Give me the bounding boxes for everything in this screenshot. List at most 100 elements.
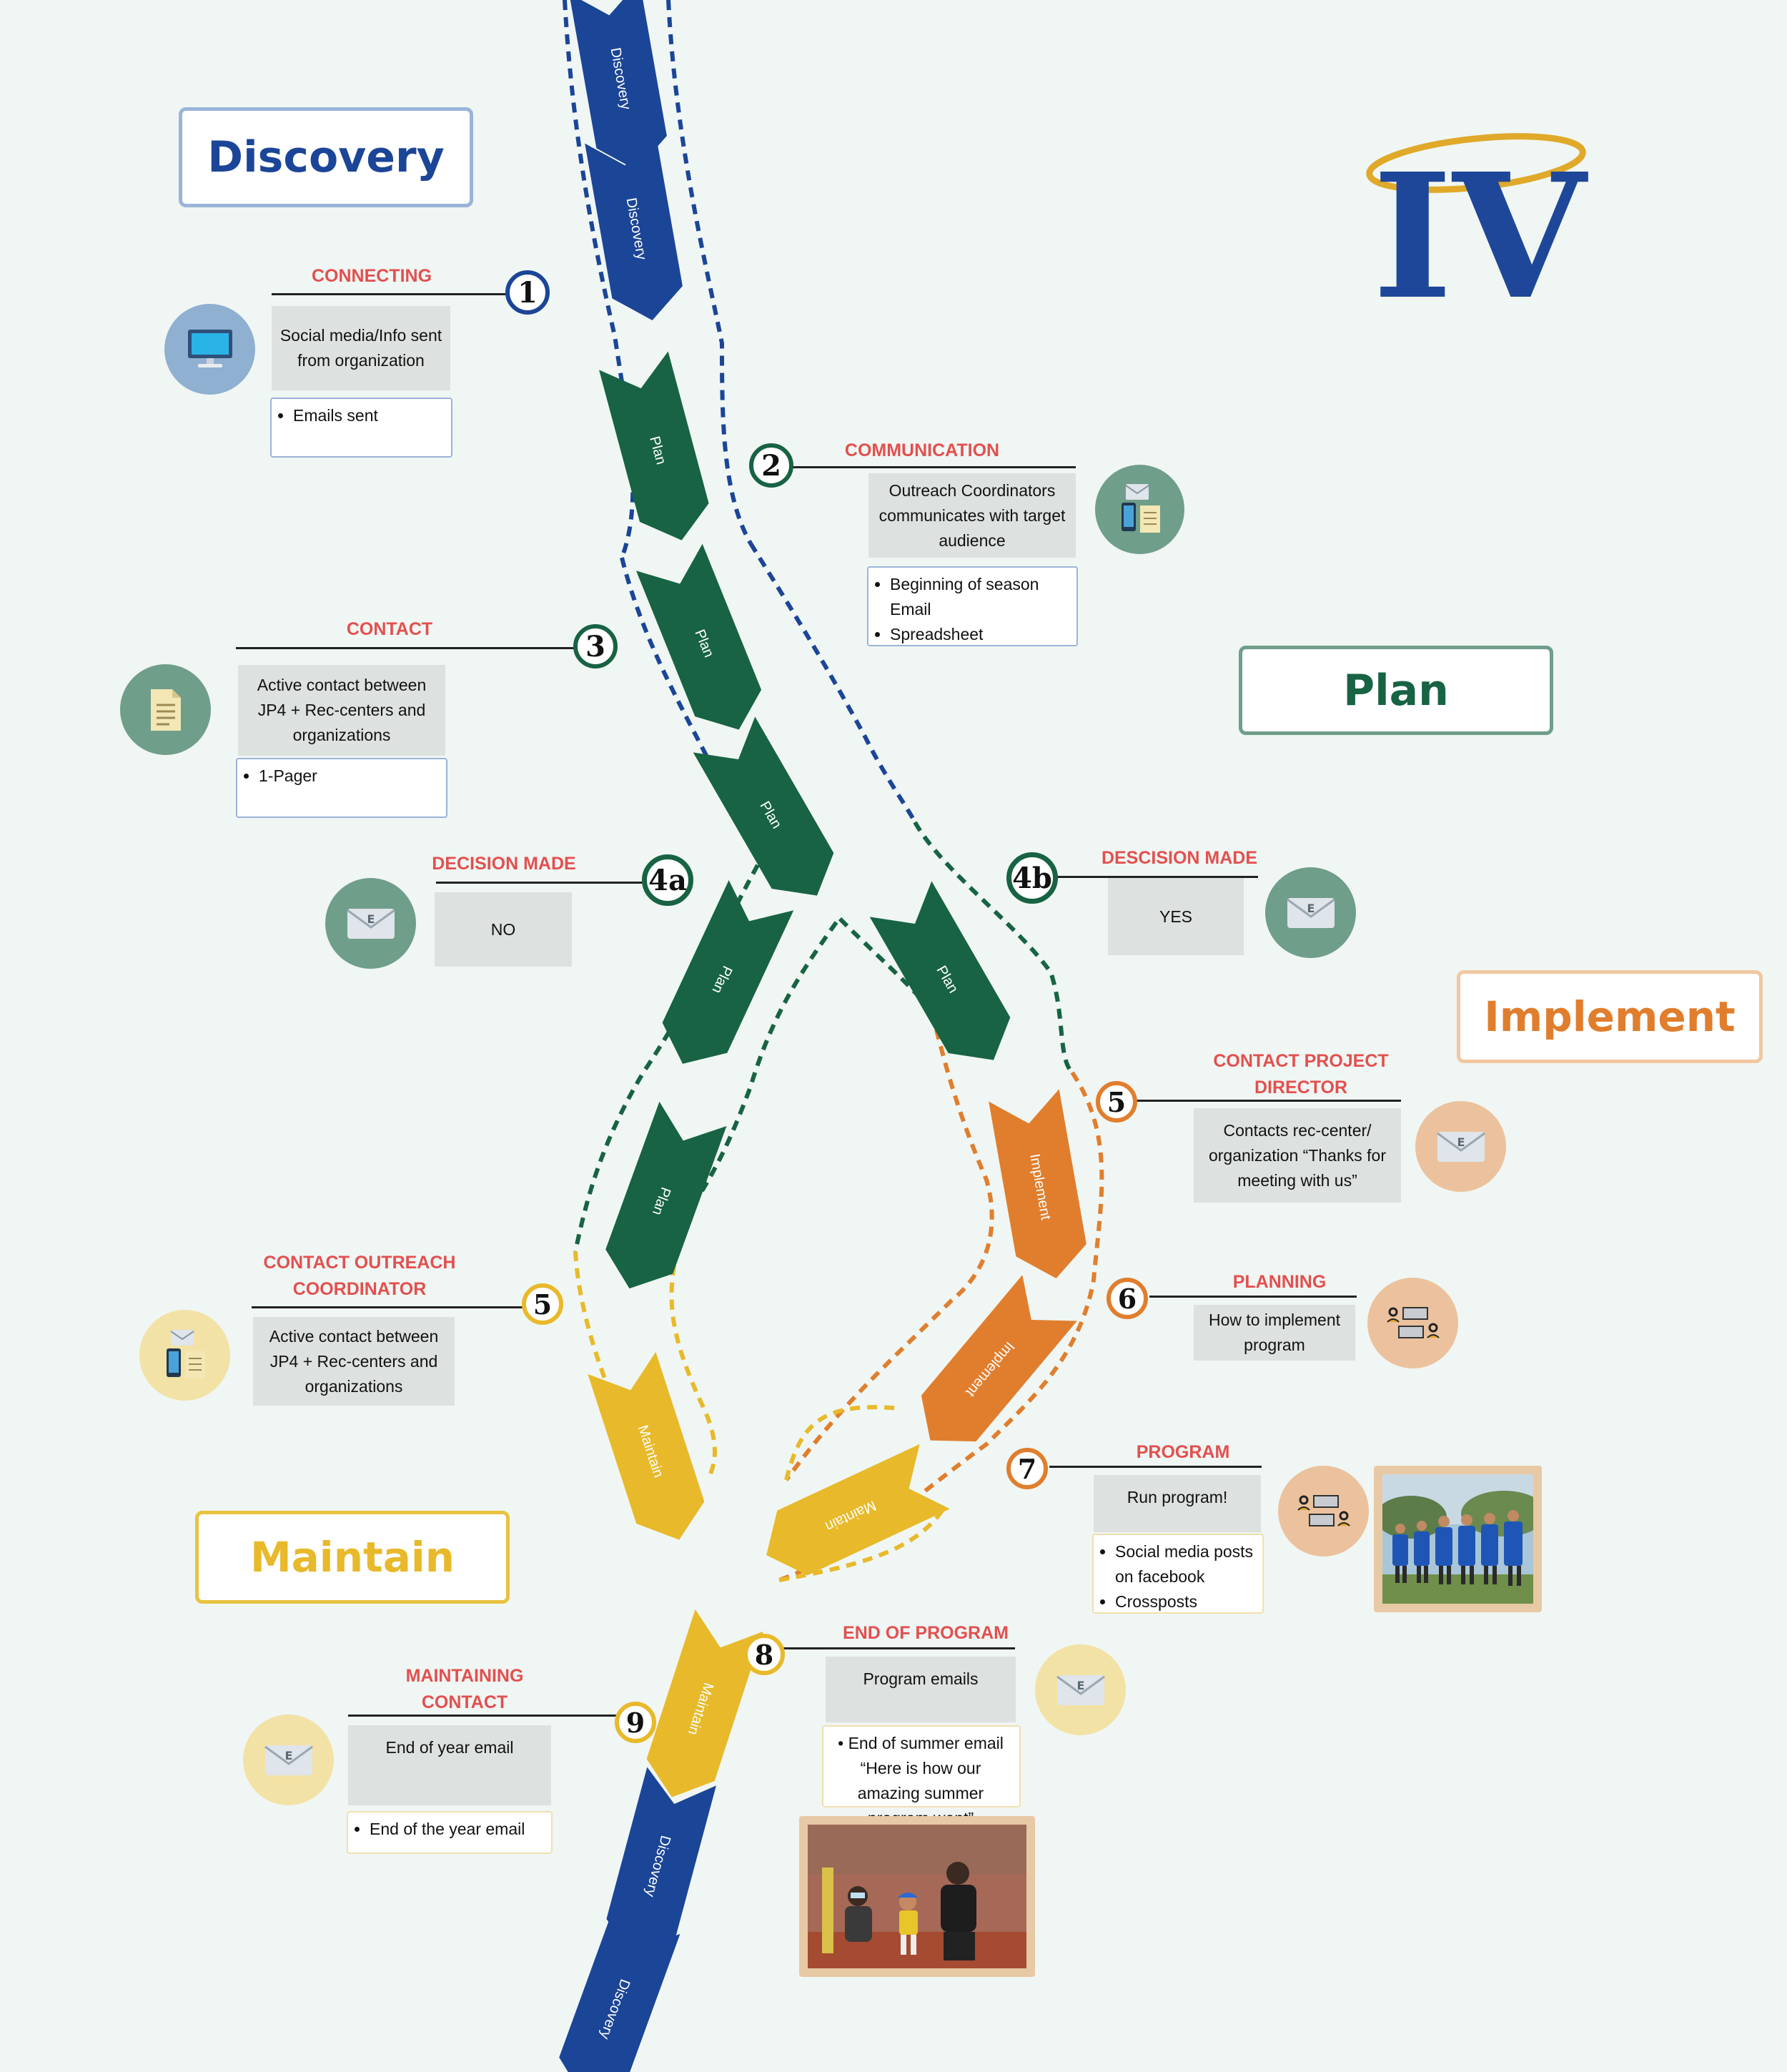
step-8-number: 8 — [743, 1634, 785, 1675]
outline-4b-outer — [913, 821, 1074, 1075]
svg-text:E: E — [367, 912, 375, 926]
chevron-maintain: Maintain — [588, 1351, 705, 1540]
iv-logo: IV — [1358, 129, 1608, 337]
step-1-title: CONNECTING — [311, 266, 432, 286]
step-9-rule — [348, 1715, 620, 1717]
step-5-maintain-description: Active contact between JP4 + Rec-centers… — [253, 1317, 455, 1406]
step-7-rule — [1049, 1466, 1262, 1468]
step-4b-description: YES — [1108, 878, 1244, 955]
chevron-plan: Plan — [605, 1101, 727, 1289]
computer-icon — [164, 304, 255, 395]
svg-text:E: E — [1457, 1135, 1465, 1149]
step-1-rule — [272, 293, 515, 295]
chevron-plan: Plan — [869, 881, 1011, 1060]
outline-impl-inner — [784, 1029, 994, 1481]
step-4a-number: 4a — [642, 854, 693, 906]
meeting-icon — [1278, 1466, 1369, 1557]
step-5-maintain-rule — [252, 1306, 527, 1308]
stage-box-maintain: Maintain — [195, 1511, 510, 1604]
step-3-bullet: 1-Pager — [259, 764, 440, 789]
step-7-bullet: Social media posts on facebook — [1115, 1539, 1257, 1589]
step-1-notes: Emails sent — [270, 398, 452, 458]
step-2-bullet: Spreadsheet — [890, 622, 1071, 647]
chevron-implement: Implement — [989, 1089, 1086, 1279]
outline-plan-right — [748, 542, 917, 824]
step-4a-title: DECISION MADE — [432, 854, 576, 874]
step-6-number: 6 — [1107, 1278, 1148, 1319]
outline-maint-return — [778, 1405, 946, 1582]
step-4b-number: 4b — [1006, 852, 1058, 904]
chevron-discovery: Discovery — [585, 131, 683, 321]
stage-box-discovery: Discovery — [179, 107, 473, 207]
step-5-implement-number: 5 — [1096, 1081, 1137, 1123]
step-7-number: 7 — [1006, 1448, 1048, 1489]
svg-text:E: E — [1076, 1679, 1084, 1692]
outline-discovery-right — [666, 0, 753, 545]
step-5-implement-title: CONTACT PROJECT DIRECTOR — [1213, 1051, 1389, 1097]
chevron-discovery: Discovery — [569, 0, 667, 171]
step-7-notes: Social media posts on facebookCrossposts — [1092, 1534, 1264, 1614]
step-8-description: Program emails — [826, 1657, 1016, 1722]
step-4a-rule — [436, 882, 650, 884]
chevron-plan: Plan — [662, 880, 794, 1064]
email-icon: E — [1265, 867, 1356, 958]
step-9-notes: End of the year email — [347, 1811, 553, 1854]
step-1-description: Social media/Info sent from organization — [272, 306, 450, 390]
step-9-number: 9 — [615, 1702, 656, 1743]
step-9-title: MAINTAINING CONTACT — [405, 1666, 524, 1712]
svg-text:E: E — [284, 1749, 292, 1762]
svg-text:E: E — [1307, 902, 1315, 915]
chevron-discovery: Discovery — [559, 1909, 680, 2072]
outline-4a-inner — [684, 921, 838, 1217]
email-phone-doc-icon — [139, 1310, 230, 1401]
chevron-plan: Plan — [635, 543, 762, 730]
chevron-discovery: Discovery — [606, 1767, 716, 1956]
step-1-bullet: Emails sent — [293, 403, 445, 428]
step-3-title: CONTACT — [346, 619, 433, 639]
step-5-maintain-title: CONTACT OUTREACH COORDINATOR — [263, 1253, 456, 1299]
step-3-description: Active contact between JP4 + Rec-centers… — [238, 665, 445, 756]
meeting-icon — [1367, 1278, 1458, 1368]
step-2-bullet: Beginning of season Email — [890, 572, 1071, 622]
step-5-maintain-number: 5 — [522, 1283, 563, 1325]
step-2-title: COMMUNICATION — [844, 440, 1000, 460]
chevron-implement: Implement — [921, 1275, 1077, 1442]
email-phone-doc-icon — [1095, 465, 1184, 554]
step-1-number: 1 — [505, 270, 550, 315]
email-icon: E — [1035, 1644, 1126, 1735]
outline-discovery-left — [563, 0, 635, 559]
chevron-maintain: Maintain — [766, 1444, 950, 1576]
step-4b-rule — [1051, 876, 1258, 878]
step-2-number: 2 — [749, 443, 793, 488]
step-2-description: Outreach Coordinators communicates with … — [868, 473, 1076, 558]
step-6-description: How to implement program — [1194, 1305, 1355, 1361]
step-5-implement-rule — [1137, 1100, 1401, 1102]
step-6-rule — [1149, 1296, 1357, 1298]
svg-text:IV: IV — [1372, 136, 1588, 307]
step-6-title: PLANNING — [1232, 1272, 1327, 1292]
step-3-rule — [236, 647, 575, 649]
step-8-title: END OF PROGRAM — [843, 1623, 1009, 1643]
stage-box-implement: Implement — [1457, 970, 1763, 1063]
chevron-plan: Plan — [599, 351, 709, 541]
step-5-implement-description: Contacts rec-center/ organization “Thank… — [1194, 1108, 1401, 1203]
step-2-rule — [770, 466, 1076, 468]
step-4b-title: DESCISION MADE — [1101, 848, 1258, 868]
step-8-notes: • End of summer email “Here is how our a… — [822, 1725, 1021, 1827]
end-of-program-photo — [799, 1816, 1035, 1977]
chevron-maintain: Maintain — [646, 1609, 763, 1797]
step-3-number: 3 — [573, 624, 618, 669]
step-8-rule — [779, 1647, 1015, 1649]
step-7-title: PROGRAM — [1136, 1442, 1230, 1462]
program-team-photo — [1374, 1466, 1542, 1612]
email-icon: E — [325, 878, 416, 969]
step-9-description: End of year email — [348, 1725, 551, 1805]
step-3-notes: 1-Pager — [236, 758, 447, 818]
email-icon: E — [243, 1715, 334, 1805]
step-4a-description: NO — [435, 892, 572, 967]
step-9-bullet: End of the year email — [370, 1817, 545, 1842]
step-7-bullet: Crossposts — [1115, 1589, 1257, 1614]
step-7-description: Run program! — [1094, 1475, 1261, 1532]
